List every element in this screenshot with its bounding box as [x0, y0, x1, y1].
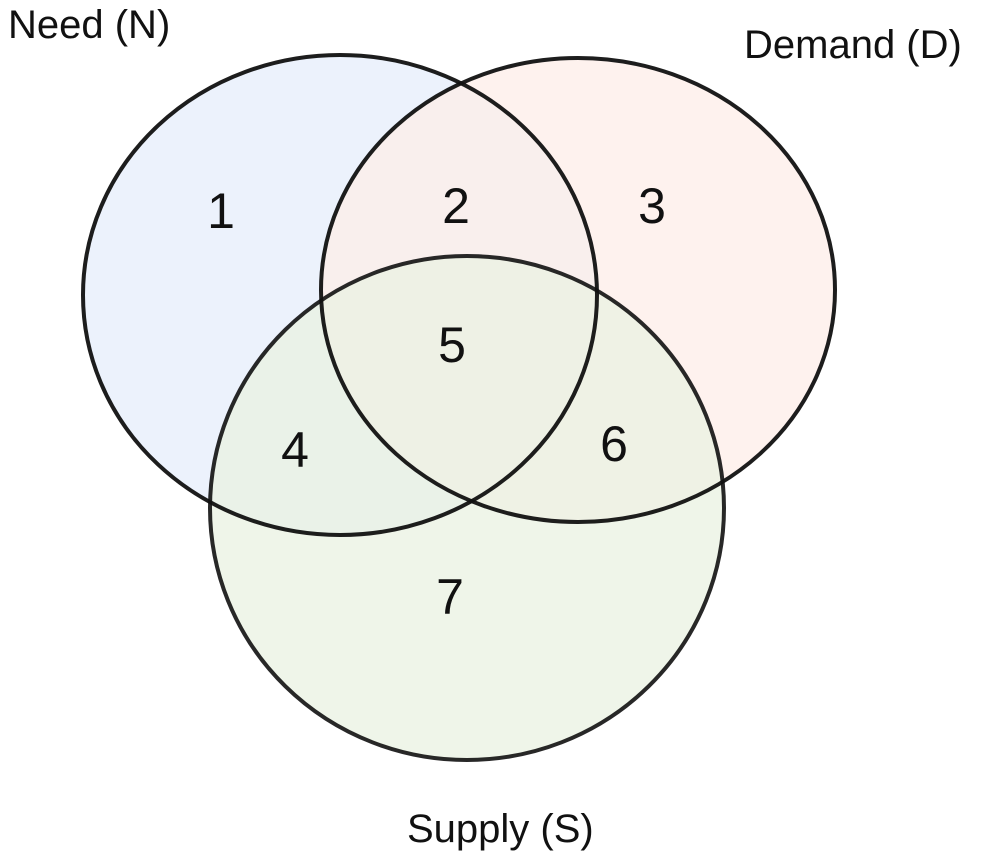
region-label-s-only: 7: [436, 569, 464, 625]
circle-fills: [83, 55, 835, 760]
region-label-n-s: 4: [281, 422, 309, 478]
need-set-label: Need (N): [8, 3, 170, 47]
circle-outlines: [81, 53, 837, 762]
region-label-n-d: 2: [442, 178, 470, 234]
need-circle-outline: [81, 53, 599, 537]
region-label-n-d-s: 5: [438, 317, 466, 373]
supply-circle-outline: [208, 254, 726, 762]
demand-circle-outline: [319, 56, 837, 524]
region-label-d-only: 3: [638, 178, 666, 234]
supply-circle-fill: [210, 256, 724, 760]
region-label-d-s: 6: [600, 416, 628, 472]
demand-set-label: Demand (D): [744, 23, 962, 67]
supply-set-label: Supply (S): [407, 807, 594, 851]
region-label-n-only: 1: [207, 183, 235, 239]
